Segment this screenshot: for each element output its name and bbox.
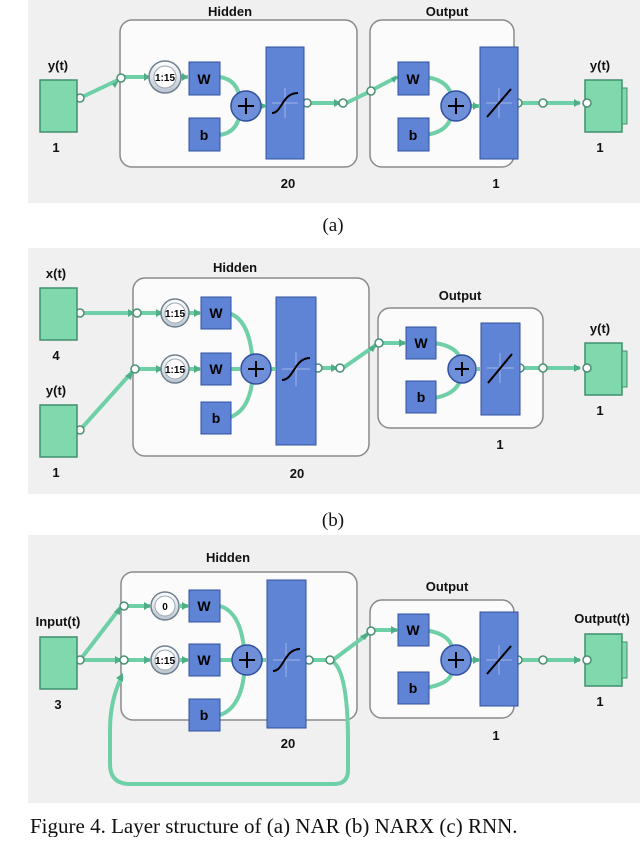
input-label-c: Input(t) bbox=[36, 614, 81, 629]
weight-label-c-1: W bbox=[197, 598, 211, 614]
weight-block-b-1[interactable] bbox=[200, 296, 232, 330]
plus-icon bbox=[448, 652, 464, 668]
weight-block-b-2[interactable] bbox=[200, 352, 232, 386]
output-label-b: y(t) bbox=[590, 321, 610, 336]
output-port-a bbox=[582, 98, 592, 108]
bias-block-a[interactable] bbox=[188, 117, 221, 152]
plus-icon bbox=[248, 361, 264, 377]
input-block-a[interactable] bbox=[39, 79, 78, 133]
output-weight-label-b: W bbox=[414, 335, 428, 351]
hidden-title-b: Hidden bbox=[213, 260, 257, 275]
output-layer-size-a: 1 bbox=[492, 176, 499, 191]
linear-icon bbox=[486, 645, 512, 675]
output-label-c: Output(t) bbox=[574, 611, 630, 626]
output-title-a: Output bbox=[426, 4, 469, 19]
plus-icon bbox=[239, 652, 255, 668]
bias-label-b: b bbox=[212, 410, 221, 426]
output-title-c: Output bbox=[426, 579, 469, 594]
caption-b: (b) bbox=[322, 510, 344, 531]
tapped-delay-clock-icon bbox=[150, 645, 180, 675]
output-bias-label-c: b bbox=[409, 680, 418, 696]
input-label-b-2: y(t) bbox=[46, 383, 66, 398]
caption-a: (a) bbox=[322, 215, 343, 236]
output-bias-block-a[interactable] bbox=[397, 117, 430, 152]
tapped-delay-clock-icon bbox=[160, 298, 190, 328]
output-bias-label-a: b bbox=[409, 127, 418, 143]
sigmoid-icon bbox=[271, 88, 299, 118]
input-size-b-1: 4 bbox=[52, 348, 60, 363]
output-weight-label-a: W bbox=[406, 71, 420, 87]
output-bias-block-b[interactable] bbox=[405, 380, 437, 414]
output-port-b bbox=[582, 363, 592, 373]
wire-arrows-b bbox=[125, 309, 581, 380]
input-block-b-1[interactable] bbox=[39, 287, 78, 341]
diagram-a: Hidden Output bbox=[28, 0, 640, 236]
tapped-delay-clock-icon bbox=[150, 591, 180, 621]
output-weight-block-a[interactable] bbox=[397, 61, 430, 96]
figure-caption: Figure 4. Layer structure of (a) NAR (b)… bbox=[30, 814, 518, 837]
input-block-c[interactable] bbox=[39, 636, 78, 690]
weight-label-b-2: W bbox=[209, 361, 223, 377]
input-label-b-1: x(t) bbox=[46, 266, 66, 281]
wire-arrows-c bbox=[114, 602, 581, 682]
input-label-a: y(t) bbox=[48, 58, 68, 73]
delay-label-a: 1:15 bbox=[155, 73, 175, 84]
output-layer-size-b: 1 bbox=[496, 437, 503, 452]
tapped-delay-clock-icon bbox=[148, 60, 182, 94]
diagram-c: Hidden Output bbox=[28, 535, 640, 803]
bias-block-b[interactable] bbox=[200, 401, 232, 435]
output-layer-size-c: 1 bbox=[492, 728, 499, 743]
output-label-a: y(t) bbox=[590, 58, 610, 73]
delay-label-c-1: 0 bbox=[162, 602, 168, 613]
bias-label-c: b bbox=[200, 707, 209, 723]
plus-icon bbox=[455, 362, 469, 376]
output-title-b: Output bbox=[439, 288, 482, 303]
plus-icon bbox=[448, 98, 464, 114]
output-block-tab-a bbox=[621, 87, 628, 125]
delay-label-b-2: 1:15 bbox=[165, 365, 185, 376]
delay-label-c-2: 1:15 bbox=[155, 656, 175, 667]
plus-icon bbox=[238, 98, 254, 114]
input-block-b-2[interactable] bbox=[39, 404, 78, 458]
weight-label-b-1: W bbox=[209, 305, 223, 321]
hidden-size-a: 20 bbox=[281, 176, 295, 191]
input-size-c: 3 bbox=[54, 697, 61, 712]
output-size-b: 1 bbox=[596, 403, 603, 418]
hidden-title-a: Hidden bbox=[208, 4, 252, 19]
hidden-size-b: 20 bbox=[290, 466, 304, 481]
output-block-tab-b bbox=[621, 350, 628, 388]
output-bias-block-c[interactable] bbox=[397, 671, 430, 705]
sigmoid-icon bbox=[272, 643, 301, 677]
delay-label-b-1: 1:15 bbox=[165, 309, 185, 320]
weight-block-a[interactable] bbox=[188, 61, 221, 96]
output-bias-label-b: b bbox=[417, 389, 426, 405]
weight-block-c-1[interactable] bbox=[188, 589, 221, 623]
output-weight-block-c[interactable] bbox=[397, 613, 430, 647]
output-weight-label-c: W bbox=[406, 622, 420, 638]
hidden-title-c: Hidden bbox=[206, 550, 250, 565]
output-block-tab-c bbox=[621, 641, 628, 679]
output-size-a: 1 bbox=[596, 140, 603, 155]
sigmoid-icon bbox=[281, 352, 311, 386]
output-weight-block-b[interactable] bbox=[405, 326, 437, 360]
input-size-b-2: 1 bbox=[52, 465, 59, 480]
weight-label-c-2: W bbox=[197, 652, 211, 668]
linear-icon bbox=[487, 353, 514, 384]
output-port-c bbox=[582, 655, 592, 665]
input-size-a: 1 bbox=[52, 140, 59, 155]
diagram-b: Hidden Output bbox=[28, 248, 640, 531]
tapped-delay-clock-icon bbox=[160, 354, 190, 384]
weight-label-a: W bbox=[197, 71, 211, 87]
bias-block-c[interactable] bbox=[188, 698, 221, 732]
hidden-size-c: 20 bbox=[281, 736, 295, 751]
linear-icon bbox=[486, 88, 512, 118]
weight-block-c-2[interactable] bbox=[188, 643, 221, 677]
bias-label-a: b bbox=[200, 127, 209, 143]
output-size-c: 1 bbox=[596, 694, 603, 709]
